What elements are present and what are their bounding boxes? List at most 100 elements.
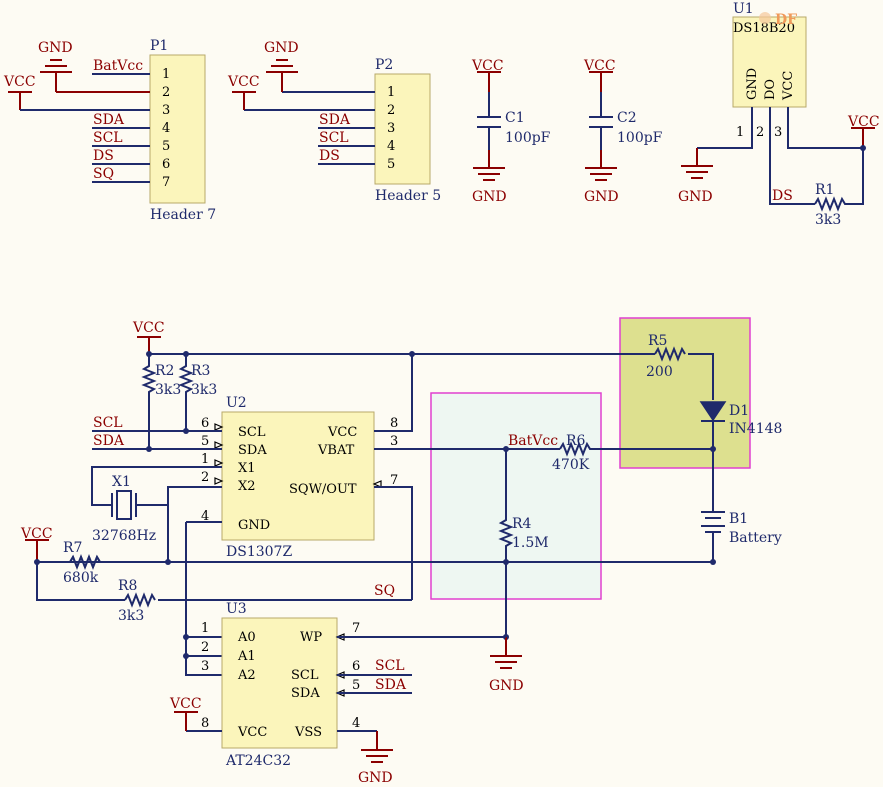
u3-pin-4: 4 (352, 716, 360, 731)
u2-net-scl: SCL (93, 415, 123, 431)
u2-pin-5: 5 (201, 434, 209, 449)
r7-designator: R7 (63, 540, 82, 556)
rtc-vcc-rail: VCC (132, 320, 714, 400)
p2-net-scl: SCL (319, 130, 349, 146)
p1-pin-1: 1 (162, 67, 170, 82)
u3-pin-3: 3 (201, 659, 209, 674)
p2-pin-5: 5 (387, 157, 395, 172)
p2-gnd-label: GND (264, 40, 299, 56)
p2-designator: P2 (375, 57, 393, 73)
u2-pin-name-x2: X2 (238, 479, 256, 494)
u1-name: DS18B20 (733, 21, 795, 36)
c1-value: 100pF (505, 130, 551, 146)
u3-net-sda: SDA (375, 677, 407, 693)
p1-pin-2: 2 (162, 85, 170, 100)
p2-net-sda: SDA (319, 112, 351, 128)
resistor-r5: R5 200 (646, 333, 686, 380)
p1-name: Header 7 (150, 207, 216, 223)
u1-net-ds: DS (772, 188, 793, 204)
power-zone-pink (619, 317, 751, 469)
r1-designator: R1 (815, 182, 834, 198)
c2-vcc-label: VCC (583, 58, 616, 74)
b1-designator: B1 (729, 511, 748, 527)
sq-net-label: SQ (374, 583, 395, 599)
u2-pin-1: 1 (201, 452, 209, 467)
u2-ds1307: U2 DS1307Z SCL SDA X1 X2 GND VCC VBAT SQ… (92, 354, 500, 600)
c2-designator: C2 (617, 110, 637, 126)
u2-pin-6: 6 (201, 416, 209, 431)
u2-pin-2: 2 (201, 470, 209, 485)
capacitor-c1: VCC C1 100pF GND (471, 58, 551, 205)
u1-pin-2: 2 (756, 125, 764, 140)
c1-vcc-label: VCC (471, 58, 504, 74)
u1-pin-name-do: DO (763, 79, 778, 100)
u2-pin-name-scl: SCL (238, 425, 266, 440)
u3-pin-name-wp: WP (300, 630, 322, 645)
x1-designator: X1 (112, 474, 131, 490)
u1-vcc-label: VCC (847, 114, 880, 130)
p2-net-ds: DS (319, 148, 340, 164)
r2-designator: R2 (155, 363, 174, 379)
u3-pin-5: 5 (352, 678, 360, 693)
p1-pin-5: 5 (162, 139, 170, 154)
u3-vcc-label: VCC (169, 696, 202, 712)
crystal-x1: X1 32768Hz (91, 466, 222, 562)
p2-vcc-label: VCC (227, 74, 260, 90)
r5-value: 200 (646, 364, 673, 380)
r4-designator: R4 (512, 516, 532, 532)
u2-pin-7: 7 (390, 473, 398, 488)
c1-gnd-label: GND (472, 189, 507, 205)
p2-gnd-symbol: GND (264, 40, 299, 92)
u2-name: DS1307Z (226, 544, 292, 560)
battery-zone-blue (430, 392, 602, 600)
p1-pin-4: 4 (162, 121, 170, 136)
p1-pin-3: 3 (162, 103, 170, 118)
b1-value: Battery (729, 530, 782, 546)
c2-gnd-label: GND (584, 189, 619, 205)
p2-header: P2 Header 5 1 2 3 4 5 SDA SCL DS GND VCC (227, 40, 441, 204)
p2-pin-3: 3 (387, 121, 395, 136)
p1-gnd-label: GND (38, 40, 73, 56)
p2-pin-4: 4 (387, 139, 395, 154)
p1-pin-6: 6 (162, 157, 170, 172)
u1-gnd-label: GND (678, 189, 713, 205)
u2-net-sda: SDA (93, 433, 125, 449)
p2-vcc-symbol: VCC (227, 74, 260, 110)
d1-designator: D1 (729, 403, 749, 419)
d1-value: IN4148 (729, 421, 782, 437)
r4-value: 1.5M (512, 535, 549, 551)
resistor-r2: R2 3k3 (141, 354, 181, 452)
r2-value: 3k3 (155, 382, 181, 398)
u2-pin-name-sda: SDA (238, 443, 267, 458)
r7-vcc-label: VCC (20, 526, 53, 542)
watermark-logo: DF (759, 12, 797, 28)
u3-pin-name-a1: A1 (237, 649, 256, 664)
battery-b1: B1 Battery (701, 511, 782, 565)
r1-value: 3k3 (815, 212, 841, 228)
p1-pin-7: 7 (162, 175, 170, 190)
c1-designator: C1 (505, 110, 525, 126)
watermark-text: DF (775, 12, 797, 28)
p1-net-sq: SQ (93, 166, 114, 182)
u2-designator: U2 (226, 395, 247, 411)
r6-designator: R6 (566, 433, 586, 449)
capacitor-c2: VCC C2 100pF GND (583, 58, 663, 205)
p1-header: P1 Header 7 1 2 3 4 5 6 7 BatVcc SDA SCL… (3, 38, 216, 223)
u1-pin-1: 1 (736, 125, 744, 140)
u3-name: AT24C32 (225, 753, 291, 769)
u2-pin-name-vbat: VBAT (317, 443, 355, 458)
u3-at24c32: U3 AT24C32 A0 A1 A2 VCC WP SCL SDA VSS 1… (169, 601, 506, 786)
p1-vcc-label: VCC (3, 74, 36, 90)
u2-pin-3: 3 (390, 434, 398, 449)
p2-name: Header 5 (375, 188, 441, 204)
u3-pin-name-vcc: VCC (237, 725, 267, 740)
p1-net-sda: SDA (93, 112, 125, 128)
u3-pin-name-sda: SDA (291, 686, 320, 701)
resistor-r3: R3 3k3 (178, 354, 217, 434)
r8-designator: R8 (118, 578, 137, 594)
p2-pin-1: 1 (387, 85, 395, 100)
diode-d1: D1 IN4148 (699, 401, 782, 452)
rtc-vcc-label: VCC (132, 320, 165, 336)
u1-pin-name-gnd: GND (745, 68, 760, 100)
